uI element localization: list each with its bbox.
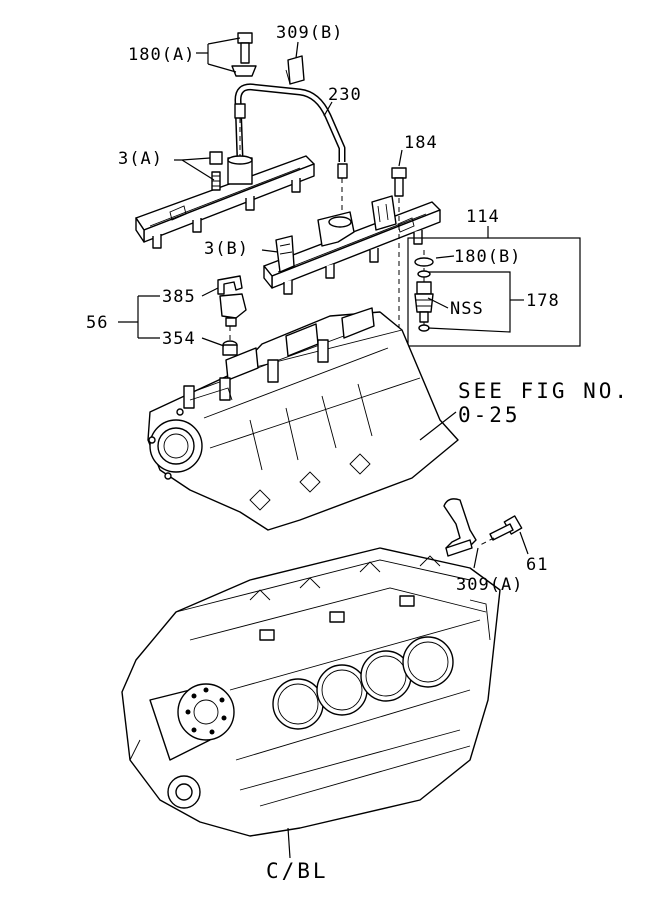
label-nss: NSS bbox=[450, 299, 484, 319]
label-56: 56 bbox=[86, 313, 108, 333]
injector-nss[interactable] bbox=[414, 281, 434, 332]
label-230: 230 bbox=[328, 85, 362, 105]
leader-lines bbox=[118, 37, 529, 859]
label-3b: 3(B) bbox=[204, 239, 249, 259]
label-fig-number: 0-25 bbox=[458, 403, 521, 427]
label-3a: 3(A) bbox=[118, 149, 163, 169]
valve-3b[interactable] bbox=[275, 235, 295, 273]
oring-180b[interactable] bbox=[414, 257, 434, 278]
label-354: 354 bbox=[162, 329, 196, 349]
label-cbl: C/BL bbox=[266, 859, 329, 883]
label-see-fig: SEE FIG NO. bbox=[458, 379, 630, 403]
cylinder-block[interactable] bbox=[121, 547, 501, 837]
label-180b: 180(B) bbox=[454, 247, 521, 267]
callout-labels: 180(A) 309(B) 230 184 3(A) 114 180(B) 3(… bbox=[86, 23, 630, 883]
label-61: 61 bbox=[526, 555, 548, 575]
bolt-180a[interactable] bbox=[231, 32, 257, 77]
label-309a: 309(A) bbox=[456, 575, 523, 595]
sensor-clip-385[interactable] bbox=[217, 275, 243, 295]
fuel-rail-right[interactable] bbox=[263, 195, 441, 295]
bracket-309b[interactable] bbox=[285, 55, 305, 85]
label-178: 178 bbox=[526, 291, 560, 311]
valve-3a[interactable] bbox=[209, 151, 223, 191]
label-180a: 180(A) bbox=[128, 45, 195, 65]
crossover-pipe-230[interactable] bbox=[234, 83, 348, 212]
sensor-354[interactable] bbox=[219, 293, 247, 356]
bolt-61[interactable] bbox=[477, 515, 523, 547]
intake-manifold[interactable] bbox=[147, 307, 459, 531]
fuel-rail-left[interactable] bbox=[135, 155, 315, 249]
label-385: 385 bbox=[162, 287, 196, 307]
label-184: 184 bbox=[404, 133, 438, 153]
label-309b: 309(B) bbox=[276, 23, 343, 43]
bracket-309a[interactable] bbox=[443, 498, 477, 557]
label-114: 114 bbox=[466, 207, 500, 227]
